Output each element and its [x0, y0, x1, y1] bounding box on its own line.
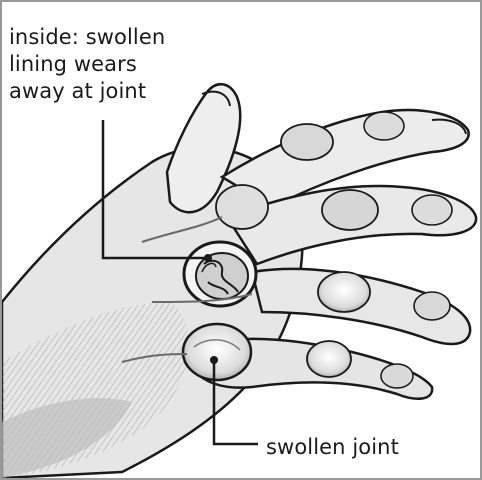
swollen-joint-label: swollen joint — [266, 434, 399, 461]
inside-leader-dot — [204, 254, 212, 262]
inside-label-line-1: inside: swollen — [9, 24, 165, 51]
inside-label-line-2: lining wears — [9, 51, 165, 78]
swollen-leader-dot — [210, 356, 218, 364]
swollen-knuckle — [183, 324, 251, 380]
inside-label: inside: swollen lining wears away at joi… — [9, 24, 165, 105]
inside-label-line-3: away at joint — [9, 78, 165, 105]
